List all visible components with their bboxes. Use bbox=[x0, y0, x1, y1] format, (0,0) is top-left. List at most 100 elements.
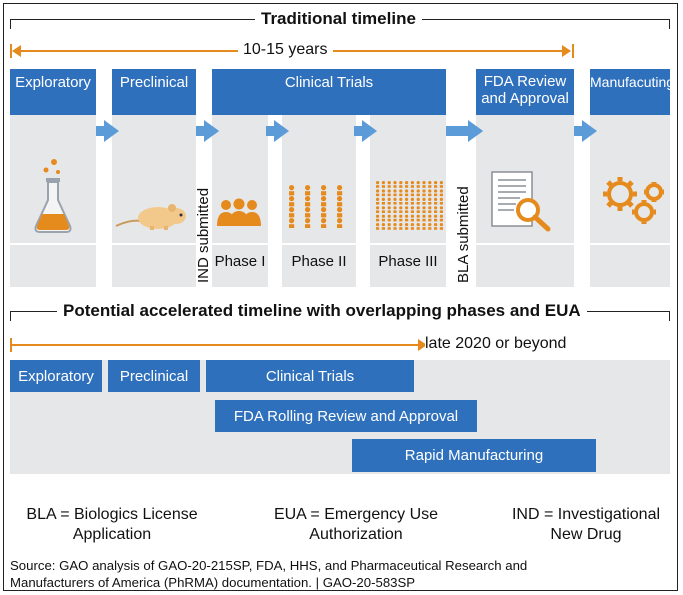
person-icon bbox=[337, 196, 343, 202]
arrow-1-stem bbox=[96, 126, 104, 136]
person-body bbox=[305, 213, 311, 218]
person-body bbox=[410, 210, 414, 213]
person-icon bbox=[439, 206, 443, 210]
legend-ind-line1: IND = Investigational bbox=[511, 506, 661, 523]
person-body bbox=[422, 218, 426, 222]
person-icon bbox=[381, 214, 385, 218]
person-icon bbox=[422, 197, 426, 201]
figure-frame bbox=[3, 3, 678, 591]
person-body bbox=[422, 227, 426, 230]
person-body bbox=[381, 210, 385, 213]
person-body bbox=[381, 185, 385, 188]
person-icon bbox=[405, 214, 409, 218]
arrow-4-stem bbox=[354, 126, 362, 136]
person-icon bbox=[422, 223, 426, 227]
person-body bbox=[428, 227, 432, 230]
person-icon bbox=[289, 207, 295, 213]
person-body bbox=[305, 191, 311, 196]
gears-icon bbox=[603, 177, 664, 224]
person-icon bbox=[399, 214, 403, 218]
person-body bbox=[416, 185, 420, 188]
arrow-2b-icon bbox=[204, 120, 219, 142]
phase-1-label: Phase I bbox=[214, 253, 266, 270]
person-body bbox=[405, 210, 409, 213]
arrow-4-icon bbox=[362, 120, 377, 142]
person-icon bbox=[376, 214, 380, 218]
person-body bbox=[289, 213, 295, 218]
person-body bbox=[439, 185, 443, 188]
person-body bbox=[376, 185, 380, 188]
person-icon bbox=[305, 185, 311, 191]
person-icon bbox=[410, 189, 414, 193]
stage-preclinical: Preclinical bbox=[112, 69, 196, 115]
person-body bbox=[387, 202, 391, 205]
person-body bbox=[428, 202, 432, 205]
legend-eua-line2: Authorization bbox=[309, 526, 403, 543]
person-body bbox=[439, 210, 443, 213]
person-body bbox=[439, 218, 443, 222]
person-body bbox=[428, 185, 432, 188]
person-body bbox=[428, 218, 432, 222]
person-icon bbox=[428, 206, 432, 210]
person-icon bbox=[422, 206, 426, 210]
arrow-6-icon bbox=[582, 120, 597, 142]
person-body bbox=[405, 218, 409, 222]
duration-right-arrowhead bbox=[562, 45, 571, 57]
person-icon bbox=[381, 189, 385, 193]
person-icon bbox=[381, 181, 385, 185]
person-icon bbox=[434, 189, 438, 193]
person-icon bbox=[416, 197, 420, 201]
person-icon bbox=[439, 214, 443, 218]
bla-submitted-label: BLA submitted bbox=[455, 186, 472, 283]
person-icon bbox=[410, 214, 414, 218]
legend-bla-line2: Application bbox=[72, 526, 152, 543]
person-body bbox=[337, 213, 343, 218]
person-icon bbox=[387, 181, 391, 185]
person-body bbox=[428, 210, 432, 213]
person-body bbox=[434, 185, 438, 188]
stage-clinical-trials: Clinical Trials bbox=[212, 69, 446, 115]
person-body bbox=[405, 193, 409, 197]
person-body bbox=[393, 185, 397, 188]
person-body bbox=[376, 210, 380, 213]
legend-ind-line2: New Drug bbox=[550, 526, 622, 543]
bla-gap bbox=[446, 115, 476, 287]
duration-right-tick bbox=[572, 44, 574, 58]
person-icon bbox=[416, 181, 420, 185]
source-line1: Source: GAO analysis of GAO-20-215SP, FD… bbox=[10, 558, 528, 573]
person-body bbox=[434, 227, 438, 230]
person-body bbox=[410, 218, 414, 222]
source-line2: Manufacturers of America (PhRMA) documen… bbox=[10, 575, 416, 590]
accel-line bbox=[11, 344, 419, 346]
person-icon bbox=[393, 181, 397, 185]
person-body bbox=[416, 202, 420, 205]
person-icon bbox=[416, 214, 420, 218]
accel-bar-fda-rolling-review: FDA Rolling Review and Approval bbox=[215, 400, 477, 432]
person-body bbox=[337, 224, 343, 228]
person-icon bbox=[393, 223, 397, 227]
person-icon bbox=[381, 223, 385, 227]
person-body bbox=[376, 227, 380, 230]
person-body bbox=[321, 224, 327, 228]
person-body bbox=[416, 227, 420, 230]
legend-ind: IND = Investigational New Drug bbox=[494, 505, 678, 545]
person-body bbox=[416, 210, 420, 213]
person-body bbox=[381, 202, 385, 205]
accel-arrowhead bbox=[418, 339, 427, 351]
person-body bbox=[399, 185, 403, 188]
traditional-header-right-tick bbox=[669, 19, 670, 29]
arrow-5b-icon bbox=[468, 120, 483, 142]
person-body bbox=[381, 227, 385, 230]
person-body bbox=[387, 218, 391, 222]
person-body bbox=[393, 218, 397, 222]
person-body bbox=[422, 185, 426, 188]
person-body bbox=[410, 185, 414, 188]
person-icon bbox=[428, 189, 432, 193]
accel-bar-clinical-trials: Clinical Trials bbox=[206, 360, 414, 392]
person-icon bbox=[321, 196, 327, 202]
person-body bbox=[321, 213, 327, 218]
person-icon bbox=[387, 214, 391, 218]
traditional-header-left-tick bbox=[10, 19, 11, 29]
person-icon bbox=[439, 197, 443, 201]
